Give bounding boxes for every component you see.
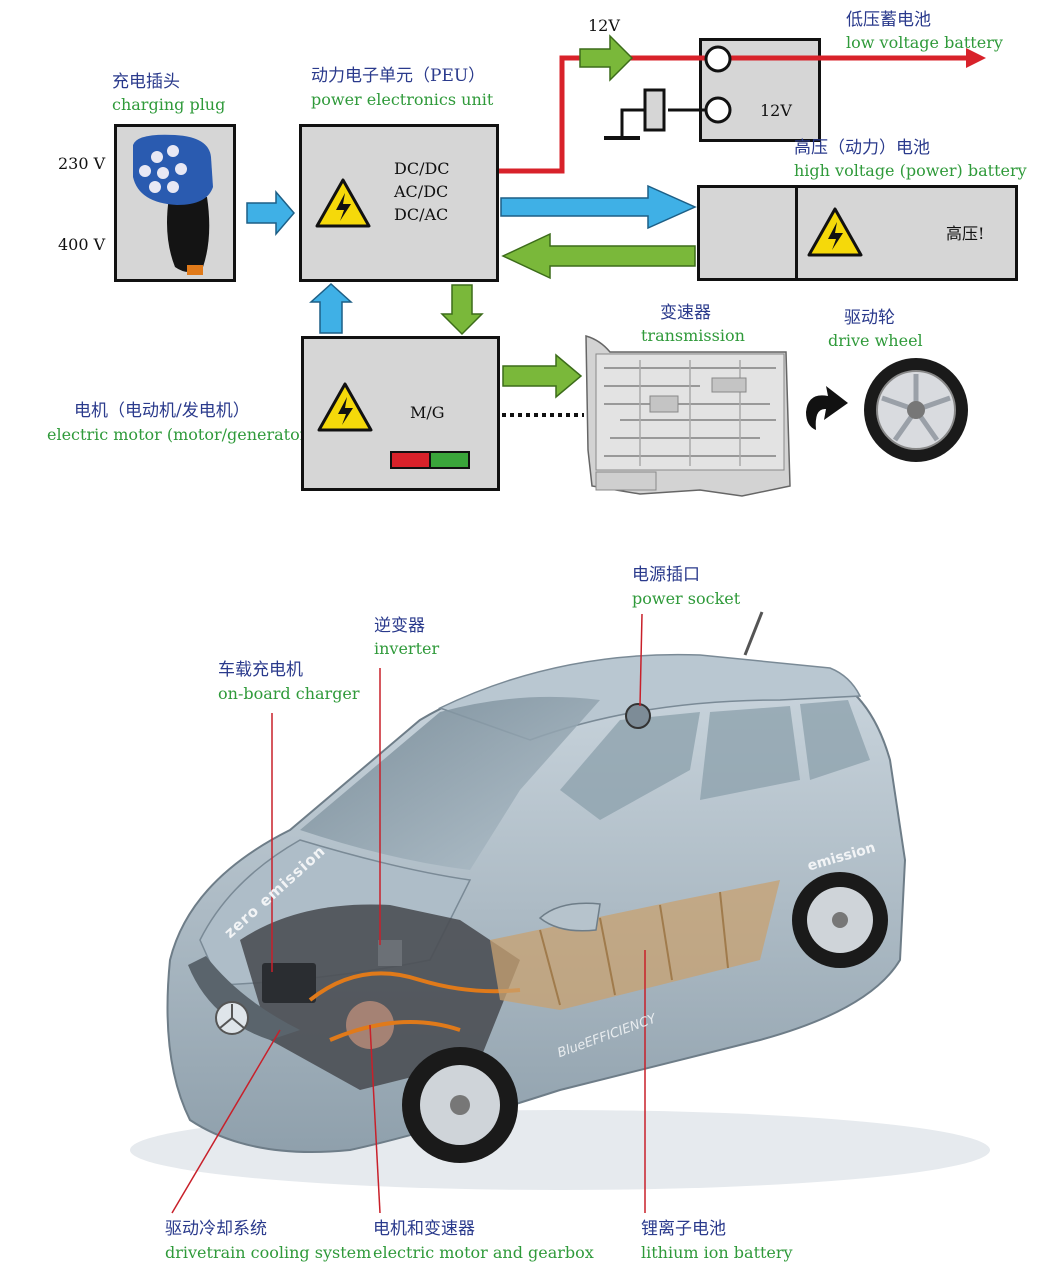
- arrow-peu-to-motor: [440, 284, 484, 336]
- car-windshield: [300, 696, 600, 870]
- battery-divider: [795, 188, 798, 278]
- motor-polarity-indicator: [390, 451, 470, 469]
- battery-pack: [490, 880, 780, 1010]
- power-socket-unit: [625, 703, 651, 729]
- twelve-volt-line-label: 12V: [588, 16, 620, 35]
- onboard-charger-label-en: on-board charger: [218, 684, 360, 703]
- charging-plug-label-zh: 充电插头: [112, 72, 180, 92]
- drive-wheel-label-en: drive wheel: [828, 331, 923, 350]
- transmission-drawing: [585, 335, 791, 497]
- inverter-label-zh: 逆变器: [374, 616, 425, 636]
- drive-wheel-label-zh: 驱动轮: [844, 308, 895, 328]
- arrow-plug-to-peu: [246, 189, 295, 237]
- motor-box: M/G: [301, 336, 500, 491]
- charging-plug-box: [114, 124, 236, 282]
- motor-box-label: M/G: [410, 403, 445, 422]
- warning-high-voltage-icon: [807, 207, 863, 257]
- motor-gearbox-label-en: electric motor and gearbox: [373, 1243, 594, 1262]
- power-socket-label-zh: 电源插口: [632, 565, 700, 585]
- charging-plug-label-en: charging plug: [112, 95, 226, 114]
- arrow-12v: [579, 34, 634, 82]
- rotation-arrow-icon: [806, 386, 848, 430]
- wire-12v: [499, 55, 968, 174]
- car-side-window-rear: [700, 706, 800, 800]
- peu-line-1: DC/DC: [394, 159, 450, 178]
- transmission-label-en: transmission: [641, 326, 745, 345]
- transmission-label-zh: 变速器: [660, 303, 711, 323]
- terminal-positive: [704, 45, 732, 73]
- peu-label-zh: 动力电子单元（PEU）: [311, 66, 486, 86]
- onboard-charger-unit: [262, 963, 316, 1003]
- onboard-charger-label-zh: 车载充电机: [218, 660, 303, 680]
- arrow-motor-to-transmission: [502, 353, 583, 399]
- inverter-label-en: inverter: [374, 639, 440, 658]
- lithium-battery-label-en: lithium ion battery: [641, 1243, 793, 1262]
- wire-12v-arrowhead: [966, 48, 986, 68]
- cooling-system-label-zh: 驱动冷却系统: [165, 1219, 267, 1239]
- voltage-230-label: 230 V: [58, 154, 106, 173]
- high-voltage-warning-text: 高压!: [946, 224, 985, 243]
- low-voltage-battery-label-en: low voltage battery: [846, 33, 1003, 52]
- car-side-window-front: [560, 712, 700, 820]
- lithium-battery-label-zh: 锂离子电池: [641, 1219, 726, 1239]
- antenna: [743, 611, 764, 656]
- side-mirror: [538, 902, 601, 932]
- high-voltage-battery-label-zh: 高压（动力）电池: [794, 138, 930, 158]
- peu-line-3: DC/AC: [394, 205, 449, 224]
- warning-high-voltage-icon: [317, 382, 373, 432]
- motor-gearbox-label-zh: 电机和变速器: [373, 1219, 475, 1239]
- peu-box: DC/DC AC/DC DC/AC: [299, 124, 499, 282]
- motor-label-zh: 电机（电动机/发电机）: [74, 401, 250, 421]
- voltage-400-label: 400 V: [58, 235, 106, 254]
- front-wheel: [402, 1047, 518, 1163]
- engine-bay: [240, 904, 520, 1090]
- leader-lines: [171, 613, 646, 1214]
- rear-wheel: [792, 872, 888, 968]
- peu-label-en: power electronics unit: [311, 90, 494, 109]
- peu-line-2: AC/DC: [394, 182, 449, 201]
- inverter-unit: [378, 940, 402, 966]
- arrow-motor-to-peu: [309, 282, 353, 334]
- arrow-battery-to-peu: [501, 232, 696, 280]
- charging-plug-icon: [133, 134, 213, 275]
- warning-high-voltage-icon: [315, 178, 371, 228]
- low-voltage-battery-box-label: 12V: [760, 101, 792, 120]
- motor-label-en: electric motor (motor/generator): [47, 425, 314, 444]
- high-voltage-battery-label-en: high voltage (power) battery: [794, 161, 1027, 180]
- diagram-connectors: [246, 34, 986, 497]
- cooling-system-label-en: drivetrain cooling system: [165, 1243, 372, 1262]
- car-grille: [188, 956, 300, 1040]
- power-socket-label-en: power socket: [632, 589, 741, 608]
- arrow-peu-to-battery: [500, 184, 697, 230]
- high-voltage-battery-box: 高压!: [697, 185, 1018, 281]
- drive-wheel-drawing: [864, 358, 968, 462]
- low-voltage-battery-label-zh: 低压蓄电池: [846, 10, 931, 30]
